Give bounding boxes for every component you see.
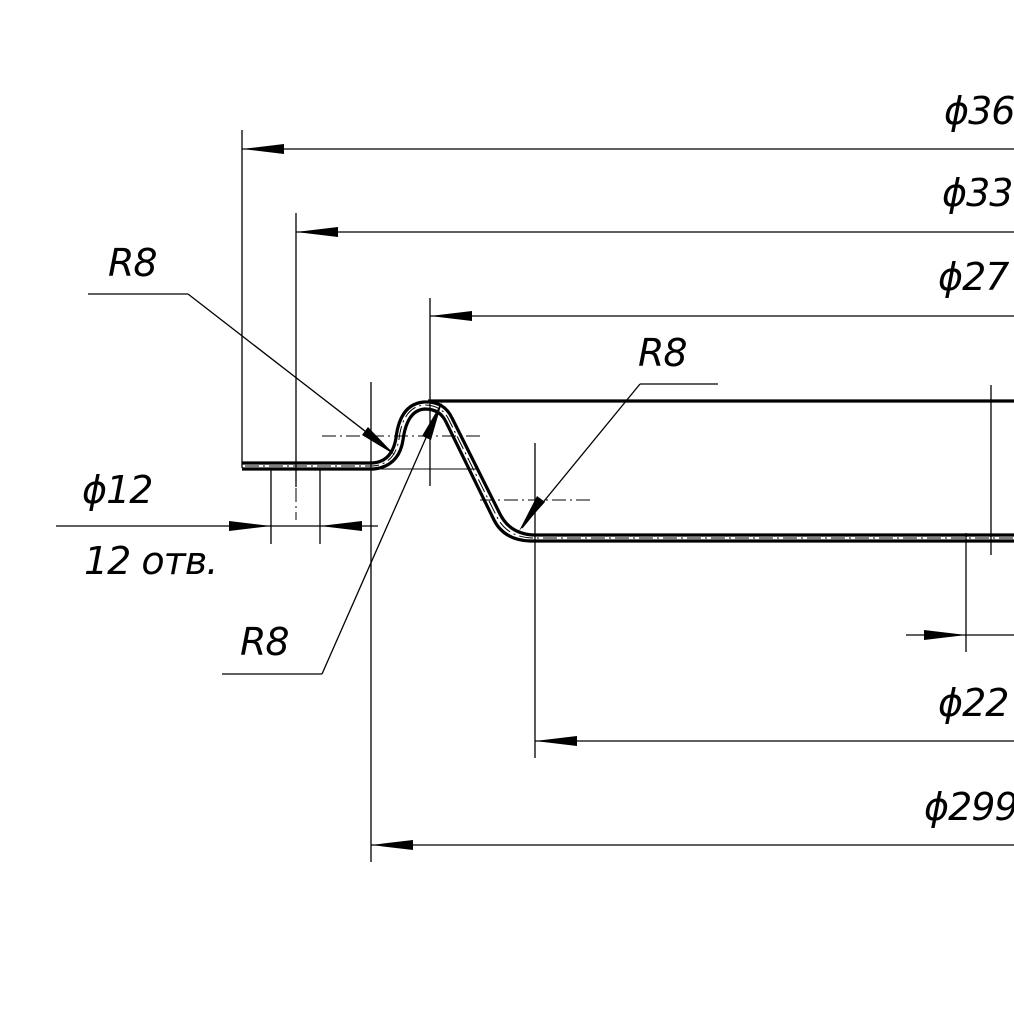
label-dia-36: ϕ36 <box>944 89 1014 133</box>
arrow-hole-right <box>320 521 362 531</box>
label-radius-bottom: R8 <box>240 620 289 664</box>
arrow-hole-left <box>229 521 271 531</box>
leader-r8-top-line <box>187 293 393 453</box>
radius-leaders <box>88 293 718 675</box>
arrow-27 <box>430 311 472 321</box>
label-dia-22: ϕ22 <box>938 681 1008 725</box>
labels: ϕ36 ϕ33 ϕ27 R8 R8 R8 ϕ12 12 отв. ϕ22 ϕ29… <box>82 89 1014 829</box>
leader-r8-mid-arrow <box>519 496 545 531</box>
extension-lines <box>241 130 992 862</box>
arrow-36 <box>242 144 284 154</box>
label-dia-299: ϕ299 <box>924 785 1014 829</box>
label-radius-top-left: R8 <box>108 241 157 285</box>
arrow-right-small <box>924 630 966 640</box>
leader-r8-bottom-arrow <box>422 402 442 440</box>
label-hole-dia: ϕ12 <box>82 468 152 512</box>
label-radius-middle: R8 <box>638 331 687 375</box>
part-inner-contour <box>242 407 1014 543</box>
arrow-22 <box>535 736 577 746</box>
arrow-33 <box>296 227 338 237</box>
label-dia-33: ϕ33 <box>942 171 1012 215</box>
leader-r8-top-arrow <box>362 427 395 455</box>
arrow-299 <box>371 840 413 850</box>
leader-r8-bottom-line <box>321 405 441 675</box>
part-profile <box>242 399 1014 543</box>
dimension-lines <box>56 144 1014 850</box>
label-hole-count: 12 отв. <box>84 539 217 583</box>
label-dia-27: ϕ27 <box>938 255 1009 299</box>
part-midline <box>245 404 1014 539</box>
